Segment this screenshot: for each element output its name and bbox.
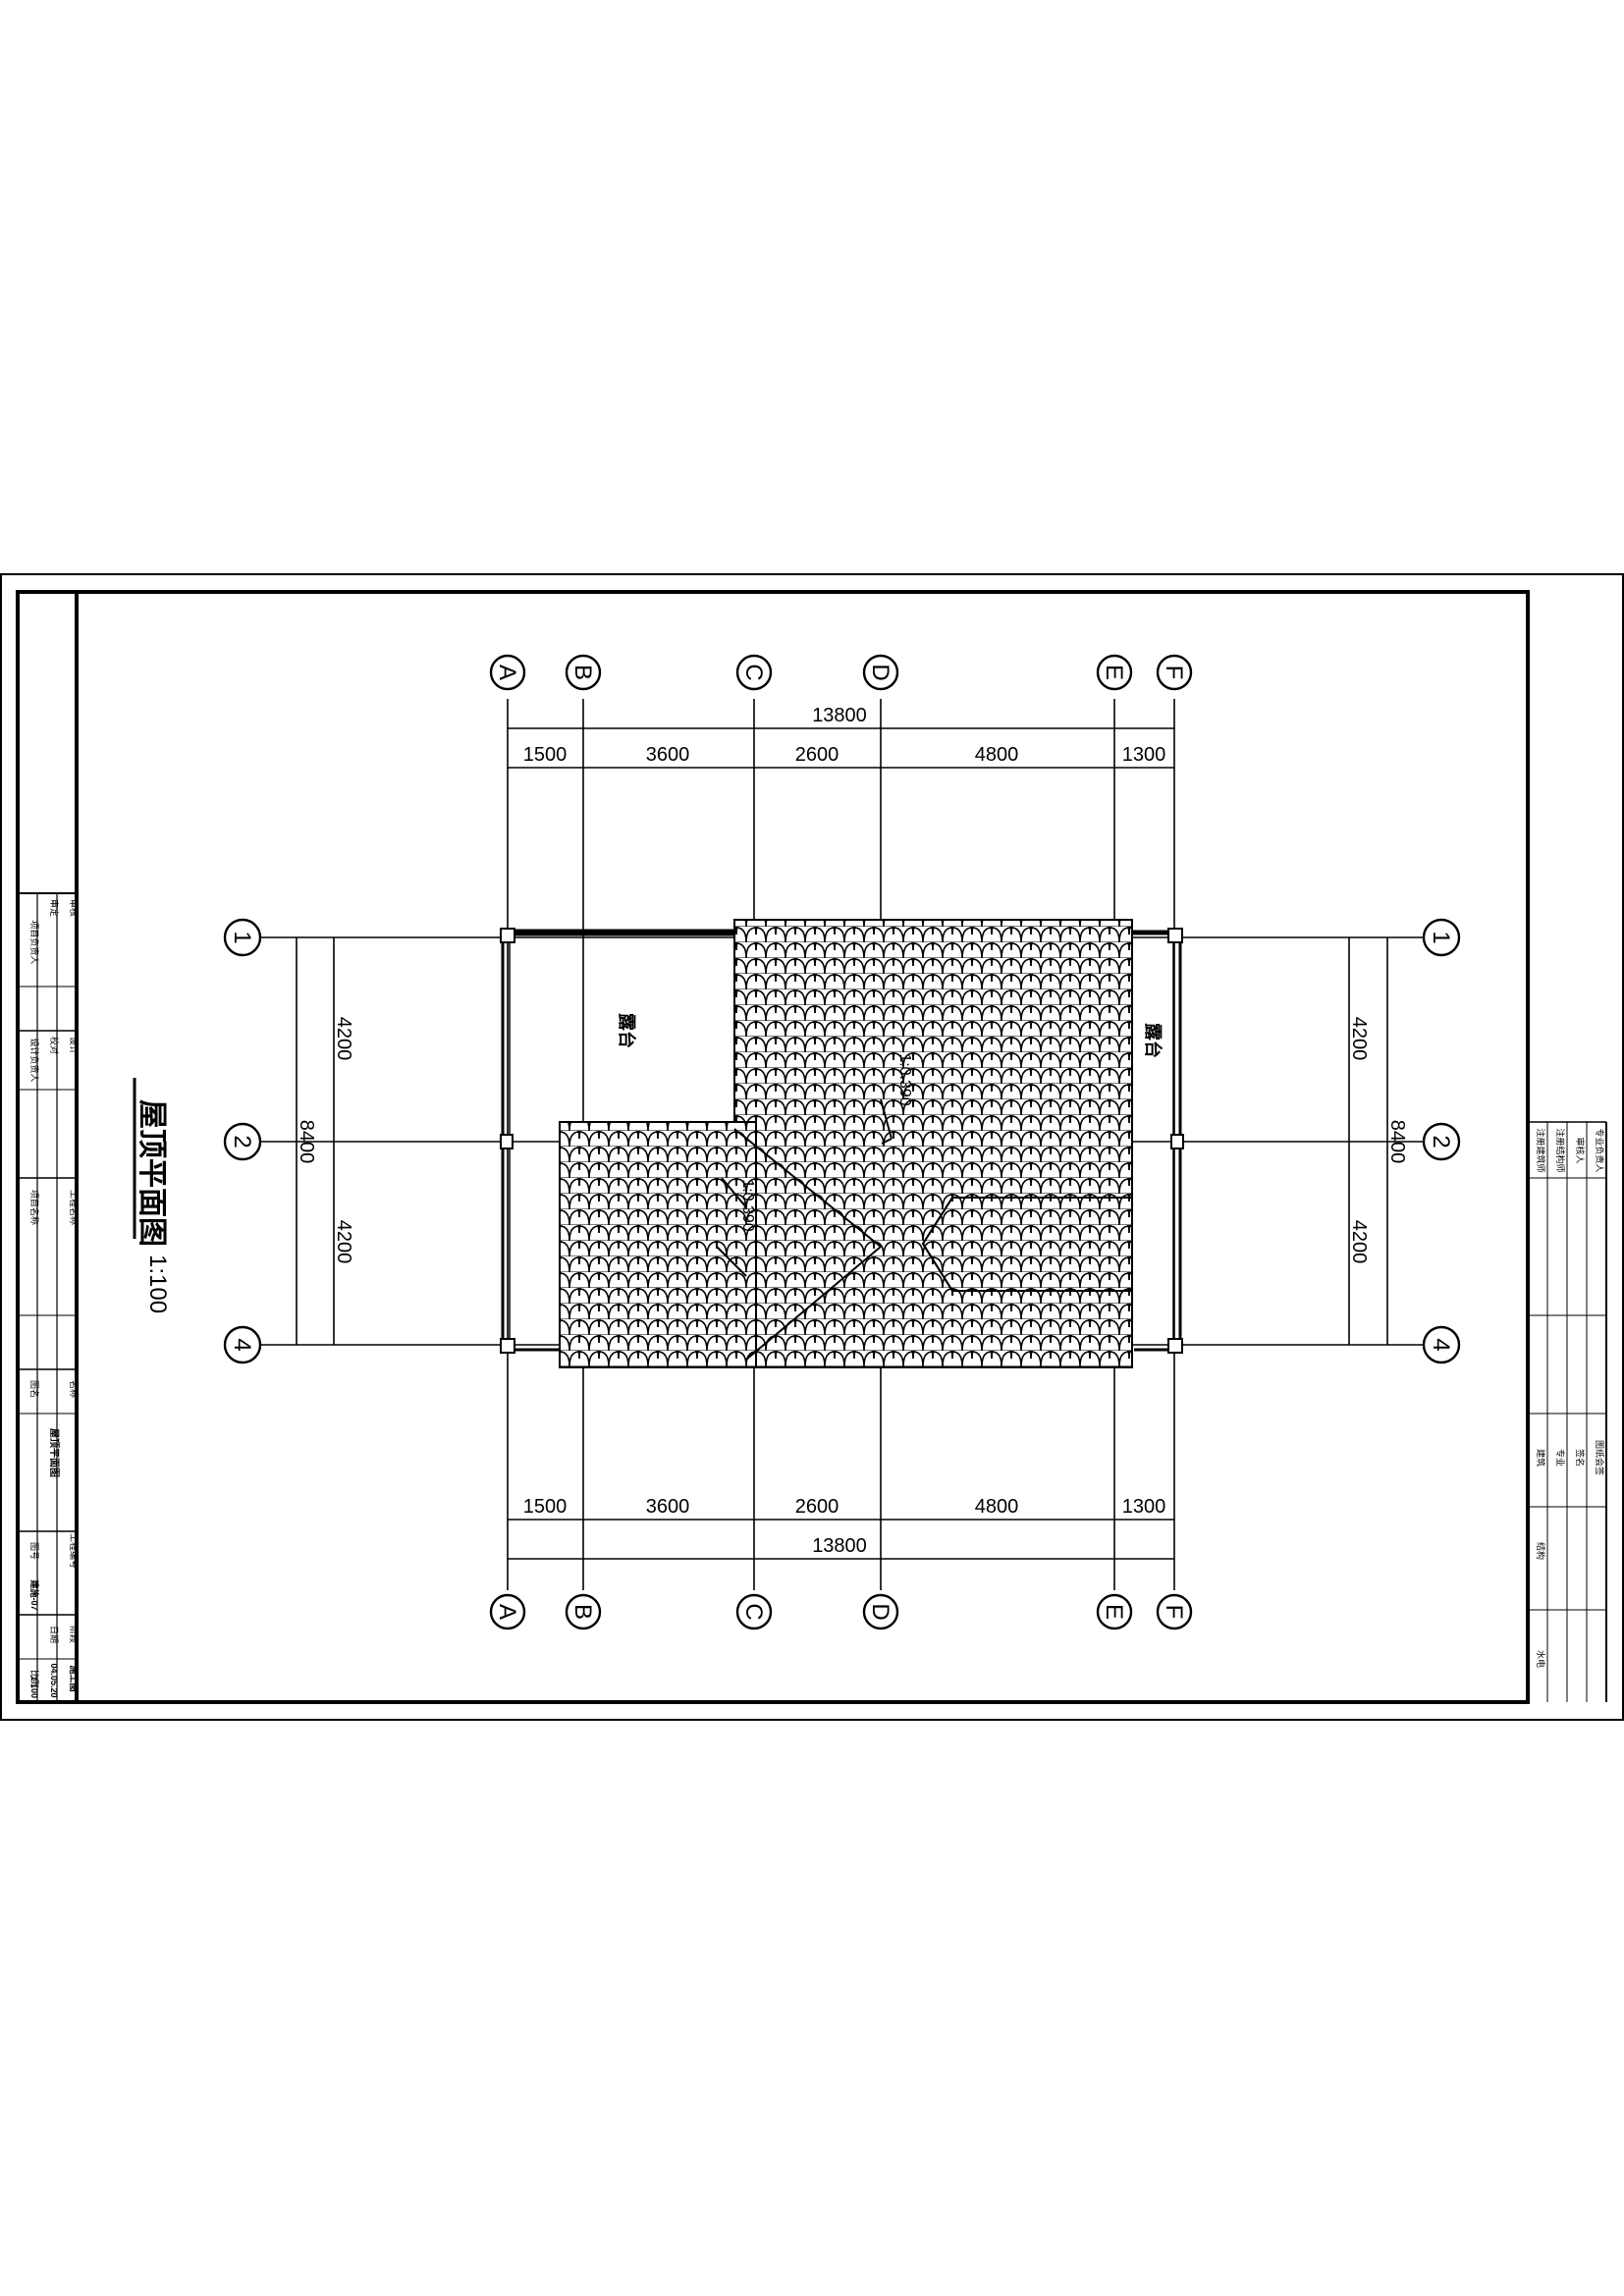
tbr-discipline-leader-label: 专业负责人 — [1595, 1128, 1605, 1172]
tb-date-value: 04.05.20 — [49, 1663, 59, 1697]
column-bubbles — [489, 654, 1193, 1630]
right-dim-4200-top: 4200 — [1348, 1017, 1370, 1061]
bottom-dim-3600: 3600 — [646, 1496, 690, 1518]
tb-project-leader-label: 项目负责人 — [29, 920, 40, 964]
terrace-label-right: 露台 — [1143, 1023, 1164, 1058]
left-dim-4200-bottom: 4200 — [333, 1220, 354, 1264]
tb-number-value: 建施-07 — [29, 1579, 40, 1610]
title-block-right — [1526, 1121, 1607, 1702]
tb-scale-value: 1:100 — [29, 1676, 39, 1698]
grid-col-a-bottom: A — [494, 1604, 520, 1620]
tb-design-label: 设计 — [69, 1037, 80, 1054]
tb-engineering-name-label: 工程名称 — [69, 1190, 80, 1225]
bottom-dimension-lines — [508, 1519, 1174, 1560]
grid-col-f-bottom: F — [1161, 1605, 1187, 1620]
bottom-dim-2600: 2600 — [795, 1496, 839, 1518]
tb-date-label: 日期 — [49, 1626, 59, 1643]
top-dim-2600: 2600 — [795, 744, 839, 766]
tbr-discipline-label: 专业 — [1555, 1449, 1566, 1467]
roof-tile-pattern-west — [559, 1121, 757, 1368]
right-dimension-lines — [1348, 937, 1388, 1345]
bottom-dim-total: 13800 — [812, 1535, 867, 1557]
grid-col-d-top: D — [867, 664, 893, 680]
grid-col-c-bottom: C — [740, 1603, 767, 1620]
grid-row-1-left: 1 — [229, 931, 255, 943]
row-bubbles — [223, 918, 1461, 1364]
roof-ridge-lines — [716, 1098, 893, 1361]
bottom-dim-1300: 1300 — [1122, 1496, 1166, 1518]
tbr-architect-label: 注册建筑师 — [1536, 1128, 1546, 1172]
tb-stage-label: 阶段 — [69, 1626, 80, 1643]
terrace-label-left: 露台 — [617, 1013, 637, 1048]
tbr-countersign-label: 图纸会签 — [1595, 1440, 1605, 1475]
top-dim-1500: 1500 — [523, 744, 568, 766]
top-dim-total: 13800 — [812, 705, 867, 726]
outer-frame — [0, 573, 1624, 1721]
tb-design-leader-label: 设计负责人 — [29, 1038, 40, 1082]
grid-col-f-top: F — [1161, 666, 1187, 680]
tb-proofread-label: 校对 — [49, 1037, 60, 1054]
right-dim-total: 8400 — [1386, 1120, 1408, 1164]
grid-row-4-right: 4 — [1428, 1338, 1454, 1351]
grid-row-4-left: 4 — [229, 1338, 255, 1351]
grid-col-b-top: B — [569, 665, 596, 680]
left-dimension-lines — [296, 937, 335, 1345]
top-dim-1300: 1300 — [1122, 744, 1166, 766]
tbr-signature-label: 签名 — [1575, 1449, 1586, 1467]
title-block-left — [18, 592, 79, 1702]
left-dim-4200-top: 4200 — [333, 1017, 354, 1061]
tb-project-name-label: 项目名称 — [29, 1190, 40, 1225]
grid-col-c-top: C — [740, 664, 767, 680]
grid-row-2-left: 2 — [229, 1135, 255, 1148]
tb-check-label: 审核 — [69, 899, 80, 917]
tbr-structural-label: 注册结构师 — [1555, 1128, 1566, 1172]
tbr-structure-label: 结构 — [1536, 1542, 1546, 1560]
columns — [500, 928, 1184, 1354]
tb-drawing-name-value: 屋顶平面图 — [48, 1428, 60, 1477]
grid-col-e-top: E — [1101, 665, 1127, 680]
tbr-architecture-label: 建筑 — [1536, 1449, 1546, 1467]
top-dim-4800: 4800 — [975, 744, 1019, 766]
top-dim-3600: 3600 — [646, 744, 690, 766]
tbr-utilities-label: 水电 — [1536, 1650, 1546, 1668]
bottom-dim-4800: 4800 — [975, 1496, 1019, 1518]
roof-tile-pattern-main — [733, 919, 1133, 1368]
tb-stage-value: 施工图 — [69, 1665, 80, 1691]
tb-approve-label: 审定 — [49, 899, 60, 917]
grid-col-a-top: A — [494, 665, 520, 680]
grid-row-1-right: 1 — [1428, 931, 1454, 943]
drawing-title: 屋顶平面图 — [135, 1099, 168, 1247]
grid-row-2-right: 2 — [1428, 1135, 1454, 1148]
right-dim-4200-bottom: 4200 — [1348, 1220, 1370, 1264]
tb-drawing-name-label: 图名 — [29, 1380, 40, 1398]
slope-annotation-lower: 1:0.390 — [739, 1179, 756, 1231]
grid-col-b-bottom: B — [569, 1604, 596, 1620]
tb-name-label: 名称 — [69, 1380, 80, 1398]
roof-dormer-tiles — [921, 1197, 1133, 1292]
grid-col-e-bottom: E — [1101, 1604, 1127, 1620]
tb-engineering-number-label: 工程编号 — [69, 1533, 80, 1569]
tb-scale-label: 比例 — [29, 1670, 40, 1687]
tbr-reviewer-label: 审核人 — [1575, 1137, 1586, 1163]
slope-annotation-upper: 1:0.390 — [896, 1053, 913, 1105]
bottom-dim-1500: 1500 — [523, 1496, 568, 1518]
top-dimension-lines — [508, 727, 1174, 769]
drawing-scale: 1:100 — [144, 1255, 171, 1313]
tb-number-label: 图号 — [29, 1542, 39, 1560]
left-dim-total: 8400 — [296, 1120, 317, 1164]
grid-col-d-bottom: D — [867, 1603, 893, 1620]
